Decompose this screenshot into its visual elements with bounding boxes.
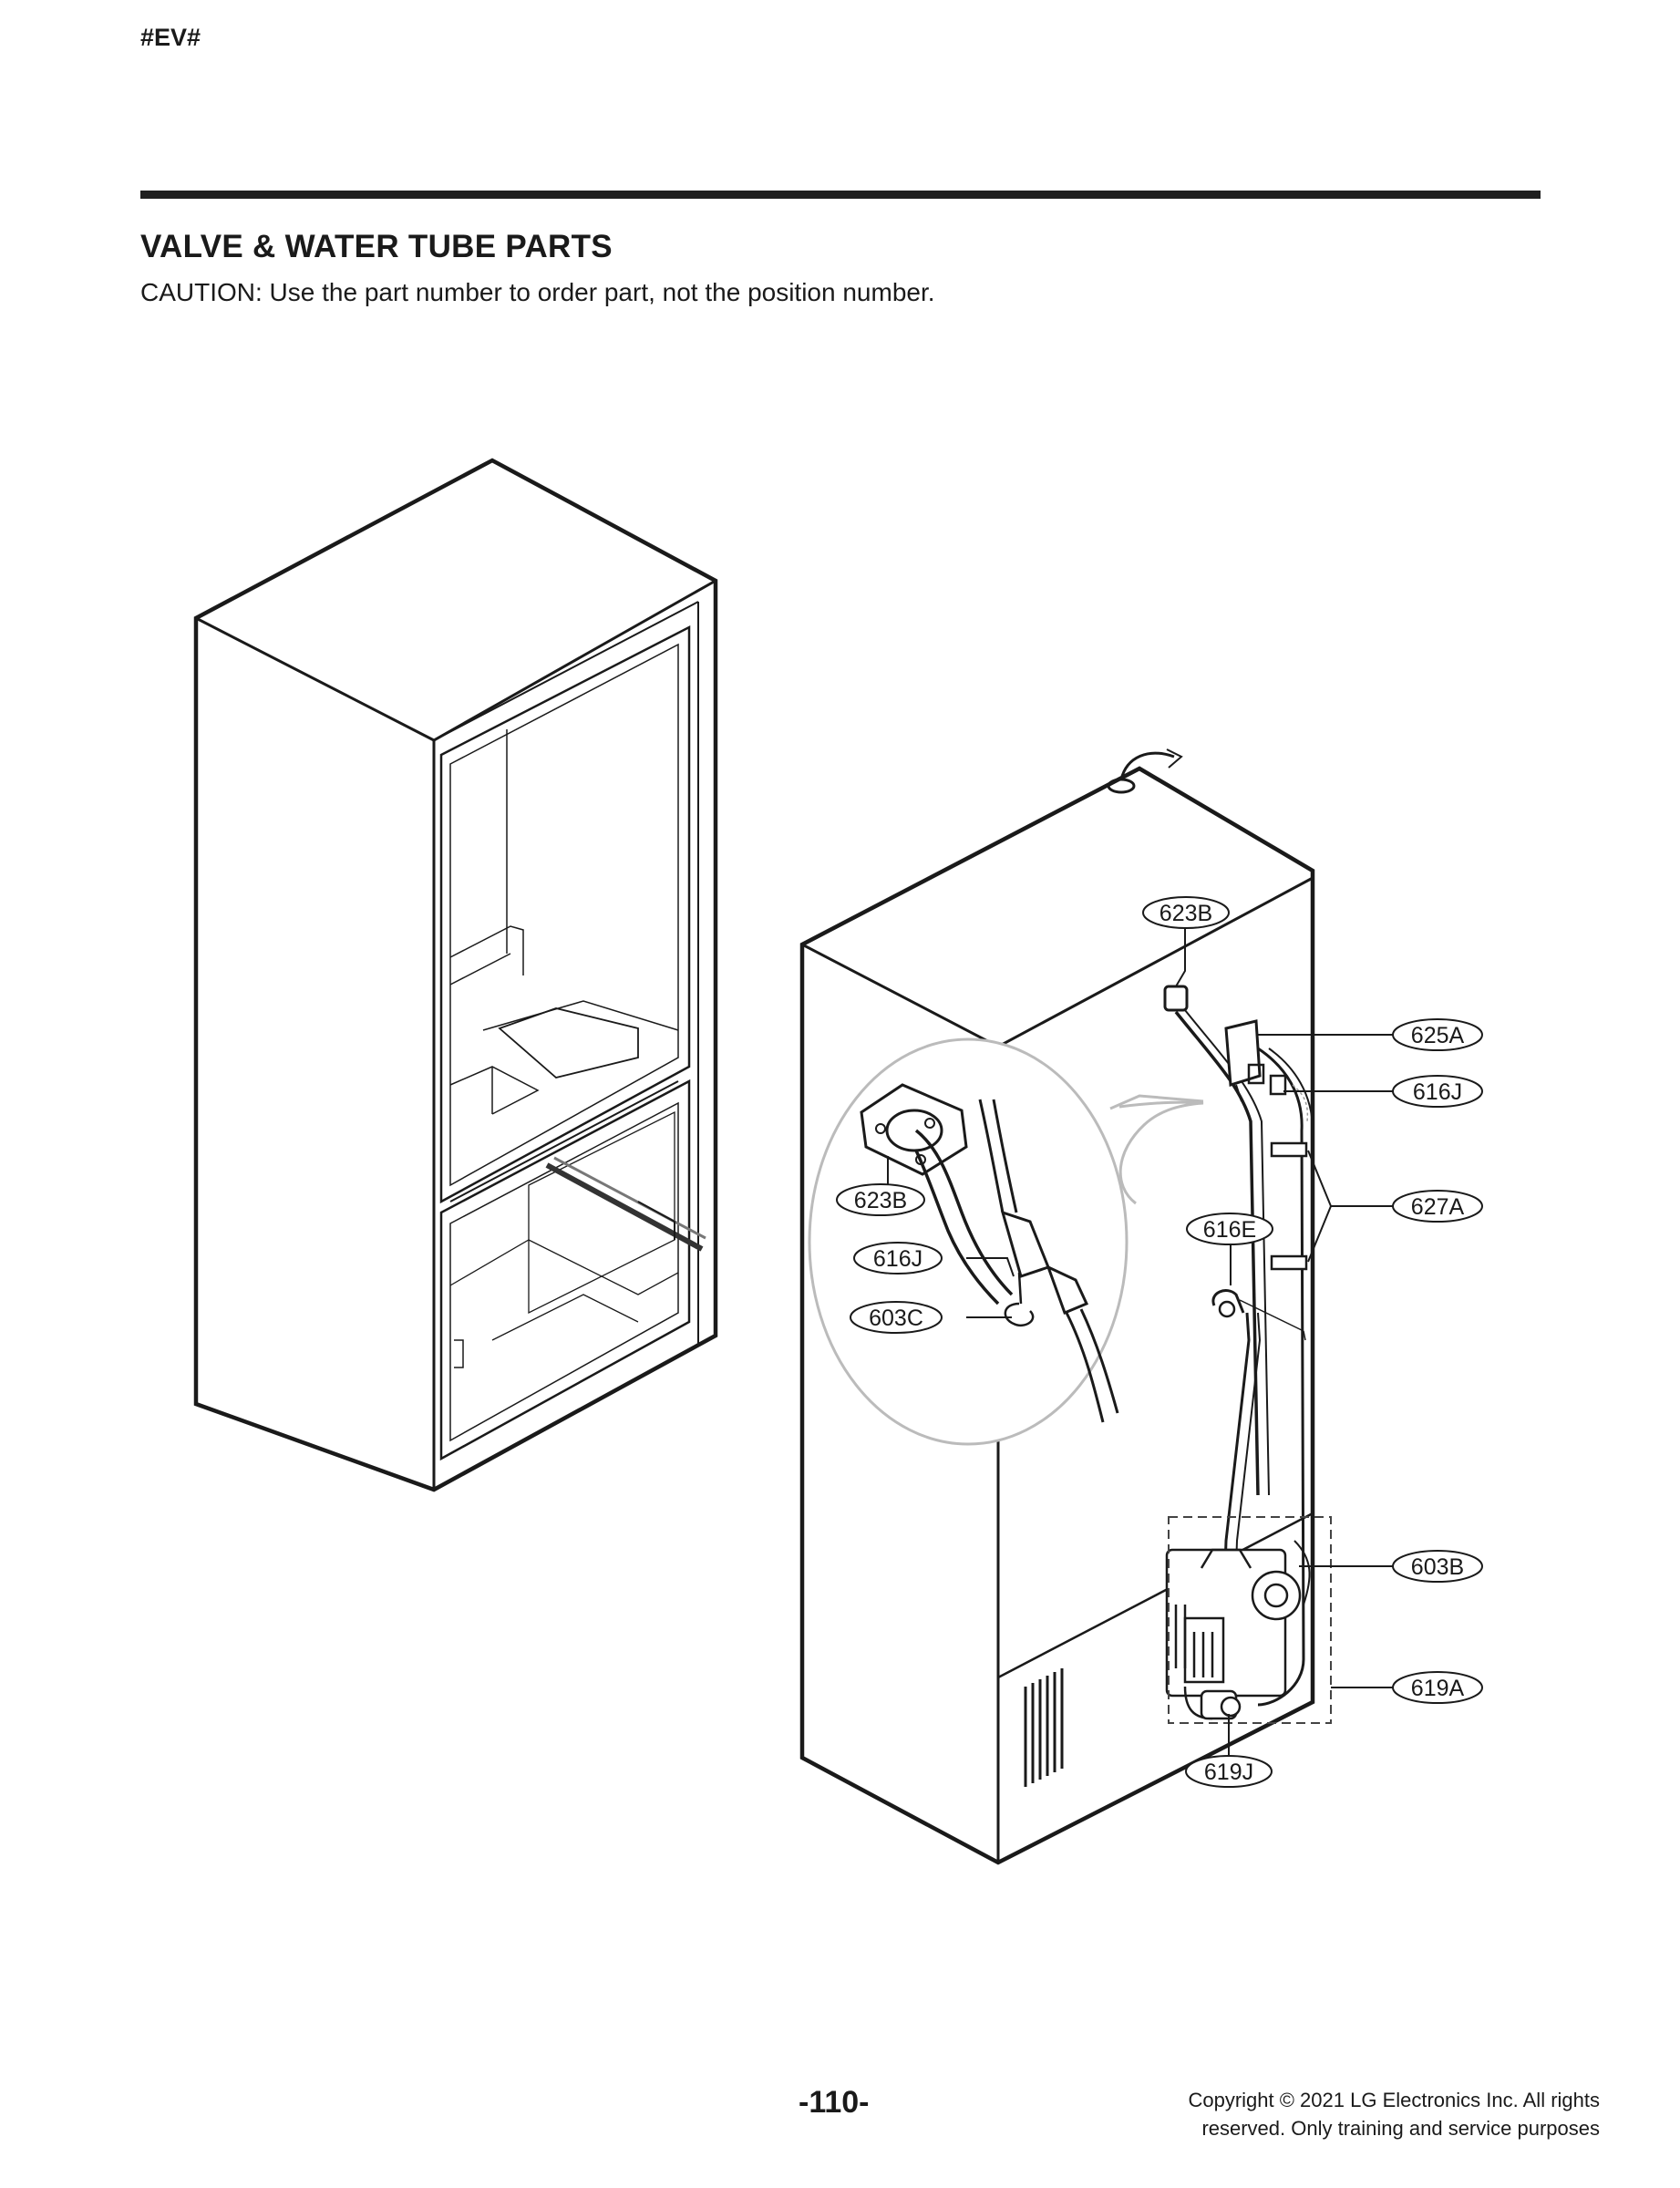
callout-619J: 619J bbox=[1185, 1755, 1273, 1788]
callout-616J-detail: 616J bbox=[853, 1242, 943, 1275]
document-tag: #EV# bbox=[140, 24, 201, 51]
callout-619A: 619A bbox=[1392, 1671, 1483, 1704]
rear-grille bbox=[1024, 1668, 1064, 1787]
copyright-notice: Copyright © 2021 LG Electronics Inc. All… bbox=[1188, 2086, 1600, 2142]
svg-text:627A: 627A bbox=[1411, 1194, 1465, 1220]
callout-623B-detail: 623B bbox=[836, 1183, 925, 1216]
page-number: -110- bbox=[799, 2085, 870, 2120]
svg-text:616J: 616J bbox=[873, 1246, 922, 1272]
refrigerator-front-view bbox=[193, 458, 718, 1492]
leader-lines bbox=[887, 926, 1396, 1755]
page-title: VALVE & WATER TUBE PARTS bbox=[140, 229, 613, 264]
copyright-line-2: reserved. Only training and service purp… bbox=[1201, 2117, 1600, 2140]
svg-text:616J: 616J bbox=[1413, 1079, 1462, 1105]
detail-magnifier bbox=[808, 1037, 1204, 1446]
header-rule bbox=[140, 191, 1541, 199]
svg-text:616E: 616E bbox=[1203, 1217, 1256, 1243]
valve-assembly bbox=[1165, 1548, 1302, 1720]
callout-625A: 625A bbox=[1392, 1018, 1483, 1051]
callout-627A: 627A bbox=[1392, 1190, 1483, 1223]
svg-text:619A: 619A bbox=[1411, 1676, 1465, 1701]
callout-616J-top: 616J bbox=[1392, 1075, 1483, 1108]
copyright-line-1: Copyright © 2021 LG Electronics Inc. All… bbox=[1188, 2089, 1600, 2111]
assembly-dashed-box bbox=[1168, 1516, 1332, 1724]
caution-note: CAUTION: Use the part number to order pa… bbox=[140, 278, 935, 306]
svg-text:619J: 619J bbox=[1204, 1760, 1253, 1785]
callout-623B-top: 623B bbox=[1142, 896, 1230, 929]
callout-603B: 603B bbox=[1392, 1550, 1483, 1583]
callout-603C: 603C bbox=[850, 1301, 943, 1334]
callout-616E: 616E bbox=[1186, 1213, 1273, 1245]
svg-text:625A: 625A bbox=[1411, 1023, 1465, 1048]
svg-text:603C: 603C bbox=[869, 1306, 923, 1331]
svg-text:623B: 623B bbox=[854, 1188, 907, 1213]
svg-text:603B: 603B bbox=[1411, 1554, 1464, 1580]
svg-text:623B: 623B bbox=[1160, 901, 1212, 926]
